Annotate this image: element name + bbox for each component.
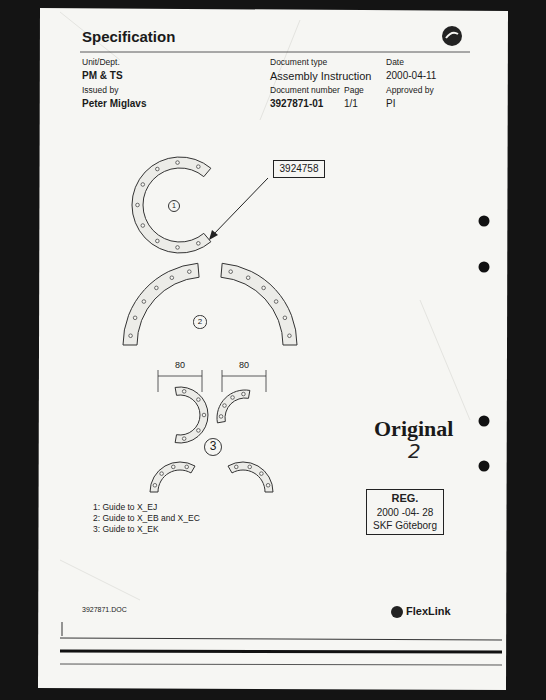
bolt-hole bbox=[283, 316, 287, 320]
field-value: Peter Miglavs bbox=[82, 98, 146, 110]
bolt-hole bbox=[231, 396, 235, 400]
document-title: Specification bbox=[82, 28, 175, 45]
node-text: 3 bbox=[210, 440, 217, 454]
field-value: 3927871-01 bbox=[270, 98, 323, 110]
bolt-hole bbox=[155, 286, 159, 290]
bolt-hole bbox=[171, 465, 175, 469]
legend-note: 1: Guide to X_EJ bbox=[93, 503, 157, 513]
guide-segment bbox=[132, 157, 211, 253]
paper-sheet bbox=[38, 8, 508, 690]
bolt-hole bbox=[274, 300, 278, 304]
handwritten-number: 2 bbox=[408, 440, 421, 463]
legend-note: 3: Guide to X_EK bbox=[93, 525, 159, 535]
company-logo bbox=[442, 26, 462, 46]
bolt-hole bbox=[141, 183, 145, 187]
company-name: FlexLink bbox=[406, 605, 451, 618]
corner-mark bbox=[62, 622, 63, 636]
field-value: PM & TS bbox=[82, 70, 123, 82]
guide-drawings bbox=[123, 157, 297, 492]
node-text: REG. bbox=[392, 492, 419, 505]
bolt-hole bbox=[160, 472, 164, 476]
node-text: 1 bbox=[172, 202, 176, 210]
bolt-hole bbox=[248, 465, 252, 469]
bolt-hole bbox=[133, 316, 137, 320]
bolt-hole bbox=[156, 239, 160, 243]
bolt-hole bbox=[136, 203, 140, 207]
bolt-hole bbox=[197, 242, 201, 246]
bolt-hole bbox=[170, 276, 174, 280]
guide-segment bbox=[175, 387, 208, 443]
bolt-hole bbox=[262, 286, 266, 290]
node-text: SKF Göteborg bbox=[373, 520, 437, 532]
bolt-hole bbox=[288, 334, 292, 338]
field-label: Page bbox=[344, 86, 364, 96]
bolt-hole bbox=[197, 165, 201, 169]
node-text: 2000 -04- 28 bbox=[377, 507, 434, 519]
guide-segment bbox=[221, 263, 297, 345]
guide-segment bbox=[228, 462, 273, 492]
punch-holes bbox=[479, 216, 490, 472]
field-label: Issued by bbox=[82, 86, 118, 96]
bolt-hole bbox=[266, 483, 270, 487]
bolt-hole bbox=[260, 472, 264, 476]
bolt-hole bbox=[219, 415, 223, 419]
leader-arrowhead bbox=[209, 230, 218, 240]
callout-circle: 3 bbox=[204, 438, 222, 456]
file-name: 3927871.DOC bbox=[82, 606, 127, 614]
bolt-hole bbox=[223, 404, 227, 408]
original-mark: Original bbox=[374, 416, 453, 441]
field-value: 2000-04-11 bbox=[386, 70, 436, 82]
field-value: Assembly Instruction bbox=[270, 70, 371, 83]
bolt-hole bbox=[202, 413, 206, 417]
bolt-hole bbox=[129, 334, 133, 338]
bolt-hole bbox=[176, 246, 180, 250]
field-label: Approved by bbox=[386, 86, 434, 96]
field-label: Document number bbox=[270, 86, 340, 96]
field-label: Unit/Dept. bbox=[82, 58, 120, 68]
bolt-hole bbox=[187, 270, 191, 274]
paper-crease bbox=[60, 12, 470, 600]
node-text: 2 bbox=[198, 317, 202, 326]
bolt-hole bbox=[156, 167, 160, 171]
bolt-hole bbox=[182, 437, 186, 441]
node-text: 3924758 bbox=[280, 163, 319, 175]
legend-note: 2: Guide to X_EB and X_EC bbox=[93, 514, 200, 524]
bolt-hole bbox=[142, 300, 146, 304]
bolt-hole bbox=[197, 398, 201, 402]
bolt-hole bbox=[197, 429, 201, 433]
field-label: Date bbox=[386, 58, 404, 68]
dimension-lines bbox=[158, 370, 266, 392]
bolt-hole bbox=[185, 465, 189, 469]
guide-segment bbox=[150, 462, 195, 492]
bolt-hole bbox=[242, 392, 246, 396]
header-rule bbox=[80, 52, 470, 53]
bolt-hole bbox=[229, 270, 233, 274]
bolt-hole bbox=[141, 224, 145, 228]
guide-segment bbox=[123, 263, 199, 345]
bolt-hole bbox=[234, 465, 238, 469]
field-label: Document type bbox=[270, 58, 327, 68]
flexlink-logo bbox=[391, 606, 403, 618]
dimension-text: 80 bbox=[175, 360, 185, 370]
footer-rule bbox=[60, 638, 502, 640]
footer-band bbox=[60, 651, 502, 652]
bolt-hole bbox=[153, 483, 157, 487]
logo-mark bbox=[446, 33, 458, 38]
bolt-hole bbox=[246, 276, 250, 280]
callout-circle: 1 bbox=[168, 200, 180, 212]
callout-circle: 2 bbox=[193, 315, 206, 328]
bolt-hole bbox=[182, 390, 186, 394]
guide-segment bbox=[217, 390, 250, 423]
field-value: PI bbox=[386, 98, 395, 110]
dimension-text: 80 bbox=[239, 360, 249, 370]
bolt-hole bbox=[176, 161, 180, 165]
leader-line bbox=[212, 178, 268, 236]
field-value: 1/1 bbox=[344, 98, 358, 110]
part-number-box: 3924758 bbox=[273, 160, 326, 178]
registration-stamp: REG. 2000 -04- 28SKF Göteborg bbox=[366, 489, 444, 535]
footer-rule bbox=[60, 664, 502, 665]
